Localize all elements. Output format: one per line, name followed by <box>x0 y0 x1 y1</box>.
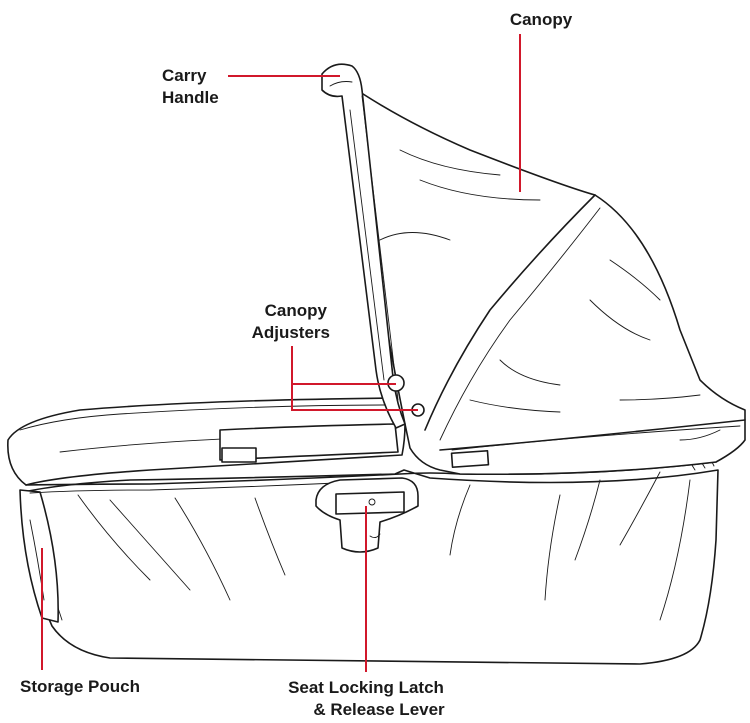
label-storage-pouch: Storage Pouch <box>20 677 140 696</box>
label-canopy: Canopy <box>510 10 573 29</box>
label-carry-handle-line2: Handle <box>162 88 219 107</box>
label-canopy-adjusters-line2: Adjusters <box>252 323 330 342</box>
carry-handle <box>321 63 406 429</box>
bassinet-rim <box>7 397 406 486</box>
label-carry-handle-line1: Carry <box>162 66 207 85</box>
leader-canopy-adjusters <box>291 346 418 411</box>
label-canopy-adjusters-line1: Canopy <box>265 301 328 320</box>
basket-fold-lines <box>39 471 691 621</box>
label-seat-latch-line1: Seat Locking Latch <box>288 678 444 697</box>
bassinet-basket <box>23 469 719 665</box>
side-rail <box>219 423 399 461</box>
label-seat-latch-line2: & Release Lever <box>313 700 445 719</box>
leader-lines <box>41 34 521 672</box>
canopy-fold-lines <box>379 149 721 441</box>
storage-pouch <box>19 489 59 623</box>
callout-labels: Canopy Carry Handle Canopy Adjusters Sto… <box>20 10 573 719</box>
canopy-tag <box>450 449 490 469</box>
rail-tag <box>221 447 257 463</box>
bassinet-illustration <box>7 63 746 665</box>
